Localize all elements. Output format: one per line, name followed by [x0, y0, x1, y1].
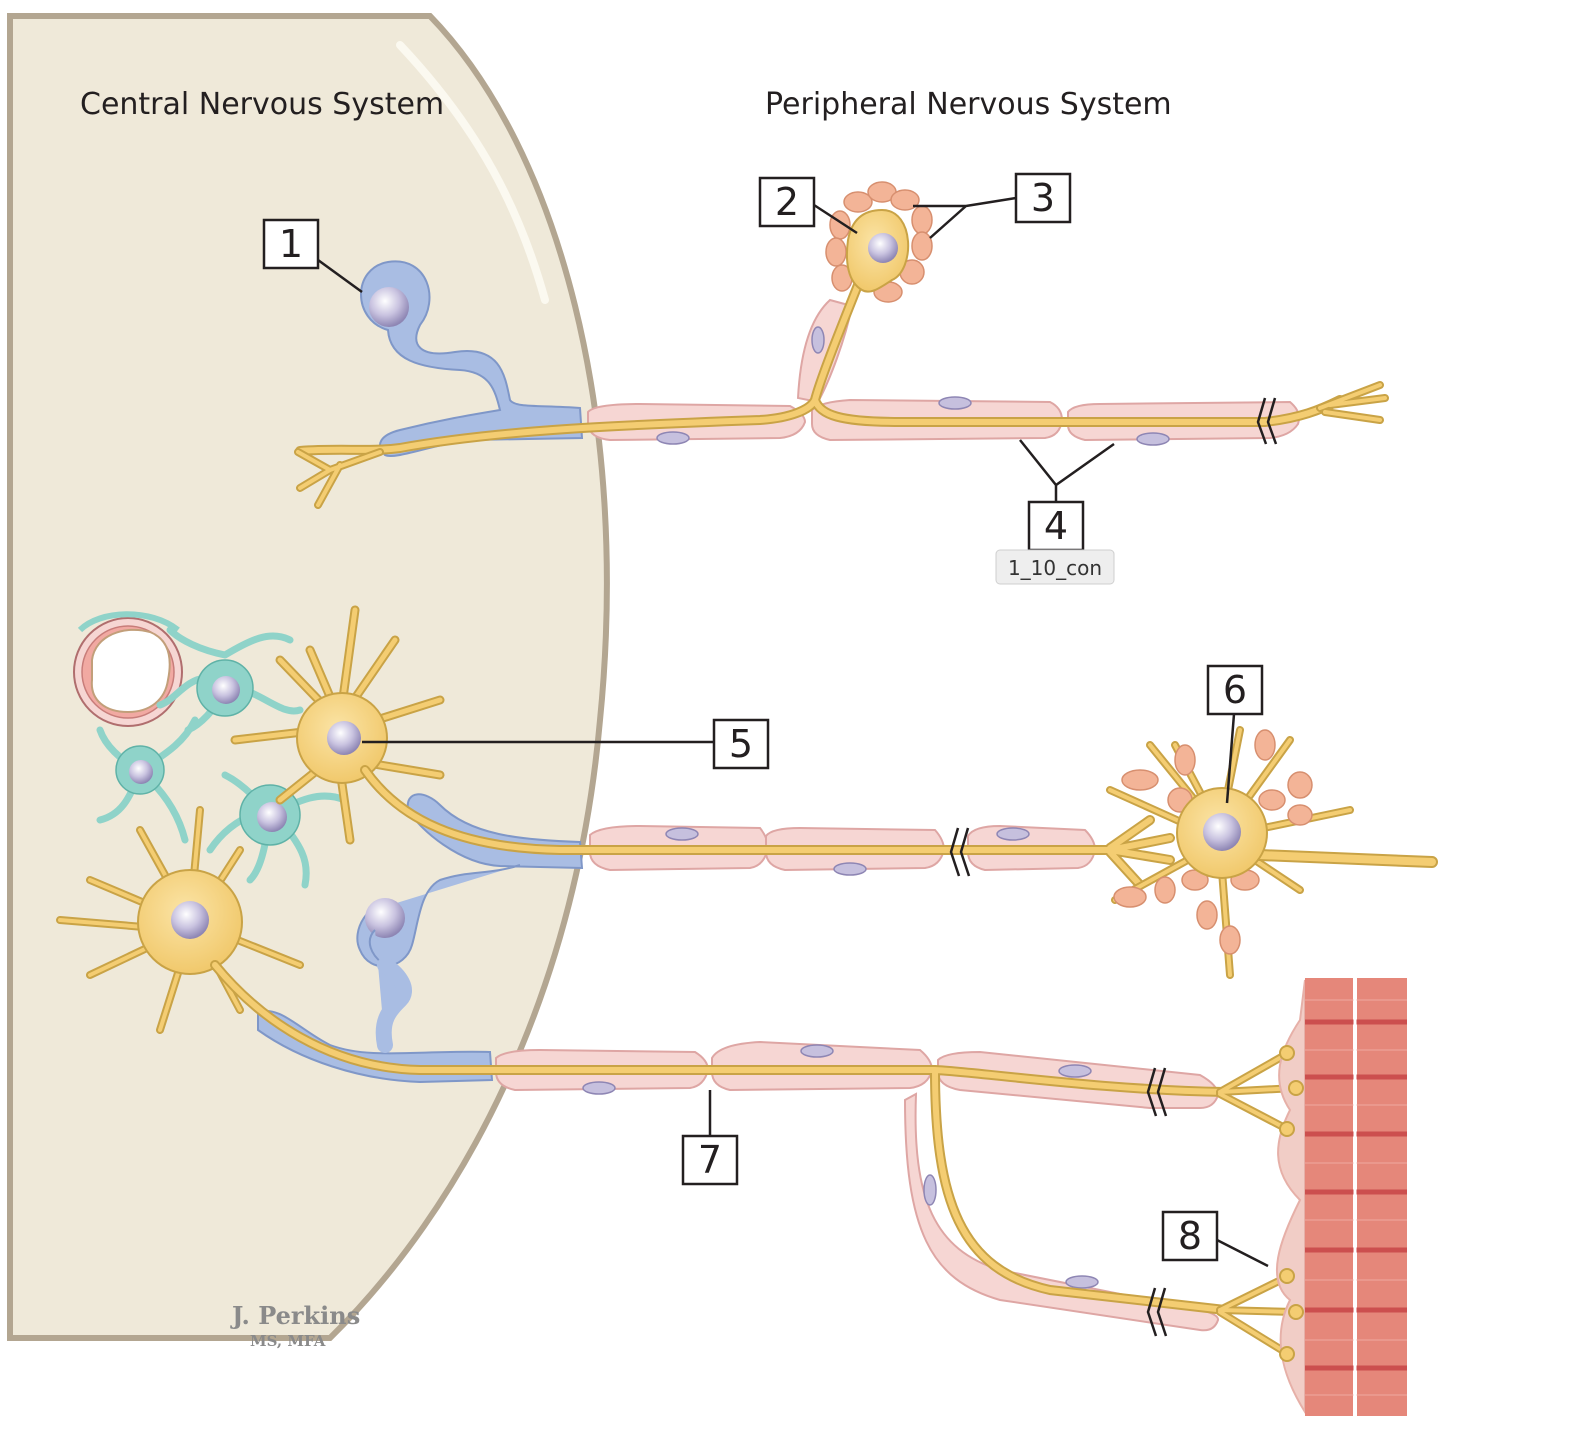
schwann-bot-branch [903, 1092, 1219, 1332]
tooltip-text: 1_10_con [1008, 556, 1102, 580]
astrocyte [206, 771, 349, 889]
signature-credentials: MS, MFA [250, 1332, 326, 1350]
schwann-nucleus [923, 1174, 937, 1206]
cns-highlight [396, 41, 549, 304]
schwann-nucleus [1058, 1064, 1092, 1078]
schwann-nucleus [833, 862, 867, 876]
synaptic-boutons [1279, 1045, 1304, 1362]
sensory-soma-nucleus [868, 233, 898, 263]
satellite-cell [1196, 900, 1218, 930]
oligodendrocyte-3-process [375, 957, 412, 1053]
label-box-2[interactable]: 2 [758, 176, 816, 228]
break-mark [1256, 397, 1278, 445]
label-box-4[interactable]: 4 [1027, 500, 1085, 552]
satellite-cell [825, 237, 847, 267]
ganglion-axon-core [1256, 851, 1436, 866]
label-text-8: 8 [1178, 1214, 1202, 1258]
schwann-nucleus [582, 1081, 616, 1095]
break-mark [1146, 1067, 1168, 1117]
motor-terminal-lower-core [1218, 1276, 1297, 1354]
satellite-cell [1113, 886, 1147, 908]
label-box-7[interactable]: 7 [681, 1134, 739, 1186]
break-mark [949, 827, 971, 877]
label-box-1[interactable]: 1 [262, 218, 320, 270]
label-text-3: 3 [1031, 176, 1055, 220]
cns-region [7, 13, 610, 1341]
astrocyte-nucleus [129, 760, 153, 784]
schwann-nucleus [938, 396, 972, 410]
dorsal-root-ganglion [825, 181, 933, 303]
leader-4 [1019, 439, 1115, 502]
skeletal-muscle [1275, 978, 1407, 1416]
schwann-nucleus [800, 1044, 834, 1058]
label-text-1: 1 [279, 222, 303, 266]
pns-title: Peripheral Nervous System [765, 87, 1172, 122]
astrocyte [96, 716, 199, 844]
cns-title: Central Nervous System [80, 87, 444, 122]
leader-3 [913, 196, 1017, 239]
leader-1 [317, 258, 363, 294]
schwann-nucleus [665, 827, 699, 841]
ganglion-neuron [1106, 726, 1438, 979]
label-text-5: 5 [729, 722, 753, 766]
oligodendrocyte-2-nucleus [365, 898, 405, 938]
satellite-cell [890, 189, 920, 211]
satellite-cell [1121, 769, 1159, 791]
motor-neuron-nucleus [171, 901, 209, 939]
muscle-fiber [1357, 978, 1407, 1416]
middle-axon-core [362, 767, 1173, 888]
label-text-2: 2 [775, 180, 799, 224]
satellite-cell [1154, 876, 1176, 904]
label-box-5[interactable]: 5 [712, 718, 770, 770]
motor-axon-core [212, 962, 1228, 1313]
leader-6 [1225, 713, 1236, 804]
top-pathway: 1 2 3 4 1_10_con [262, 172, 1389, 585]
capillary [73, 611, 183, 727]
tooltip: 1_10_con [995, 549, 1115, 585]
schwann-nucleus [656, 431, 690, 445]
ganglion-nucleus [1203, 813, 1241, 851]
middle-pathway: 5 6 [73, 605, 1438, 979]
satellite-cell [911, 205, 933, 235]
break-mark [1146, 1287, 1168, 1337]
schwann-nucleus [811, 326, 825, 354]
signature-name: J. Perkins [230, 1301, 360, 1330]
schwann-nucleus [996, 827, 1030, 841]
satellite-cell [1254, 729, 1276, 761]
astrocyte [156, 626, 304, 734]
label-box-8[interactable]: 8 [1161, 1210, 1219, 1262]
central-terminal-core [296, 450, 382, 507]
label-box-6[interactable]: 6 [1206, 664, 1264, 716]
leader-8 [1216, 1238, 1269, 1268]
label-text-7: 7 [698, 1138, 722, 1182]
schwann-nucleus [1065, 1275, 1099, 1289]
schwann-nucleus [1136, 432, 1170, 446]
label-box-3[interactable]: 3 [1014, 172, 1072, 224]
peripheral-terminal-core [1318, 383, 1387, 422]
muscle-fiber [1305, 978, 1353, 1416]
satellite-cell [1287, 804, 1313, 826]
astrocyte-nucleus [257, 802, 287, 832]
satellite-cell [911, 231, 933, 261]
cns-neuron [230, 605, 445, 845]
satellite-cell [1258, 789, 1286, 811]
leader-2 [813, 203, 858, 235]
bottom-pathway: 7 8 [56, 806, 1407, 1416]
satellite-cell [843, 191, 873, 213]
cns-neuron-nucleus [327, 721, 361, 755]
satellite-cell [1287, 771, 1313, 799]
dendrites-core [232, 607, 443, 843]
label-text-4: 4 [1044, 504, 1068, 548]
astrocyte-nucleus [212, 676, 240, 704]
satellite-cell [1219, 925, 1241, 955]
oligodendrocyte-1 [360, 260, 584, 457]
astrocytes [96, 626, 349, 889]
oligodendrocyte-2 [356, 793, 584, 968]
oligodendrocyte-1-nucleus [369, 287, 409, 327]
label-text-6: 6 [1223, 668, 1247, 712]
satellite-cell [1174, 744, 1196, 776]
